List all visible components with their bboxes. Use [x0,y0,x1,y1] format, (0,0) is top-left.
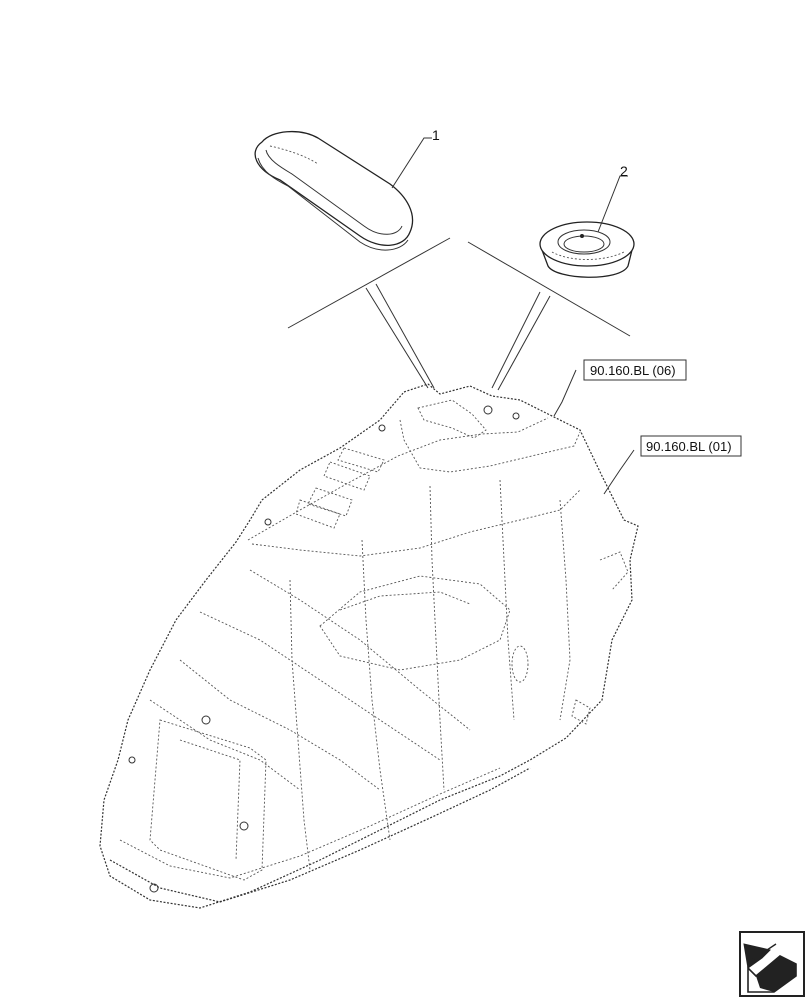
callout-2-label[interactable]: 2 [620,163,628,179]
install-lines-part-1 [287,237,451,389]
reference-box-01[interactable]: 90.160.BL (01) [603,435,742,495]
leader-line-1 [391,137,432,189]
part-2-grommet[interactable] [539,221,635,278]
main-housing [99,383,639,909]
leader-line-2 [597,175,628,233]
reference-text-01: 90.160.BL (01) [646,439,732,454]
reference-box-06[interactable]: 90.160.BL (06) [553,359,687,417]
part-1-pad[interactable] [254,130,414,251]
next-page-arrow-icon[interactable] [739,931,805,997]
install-lines-part-2 [467,241,631,391]
reference-text-06: 90.160.BL (06) [590,363,676,378]
callout-1-label[interactable]: 1 [432,127,440,143]
